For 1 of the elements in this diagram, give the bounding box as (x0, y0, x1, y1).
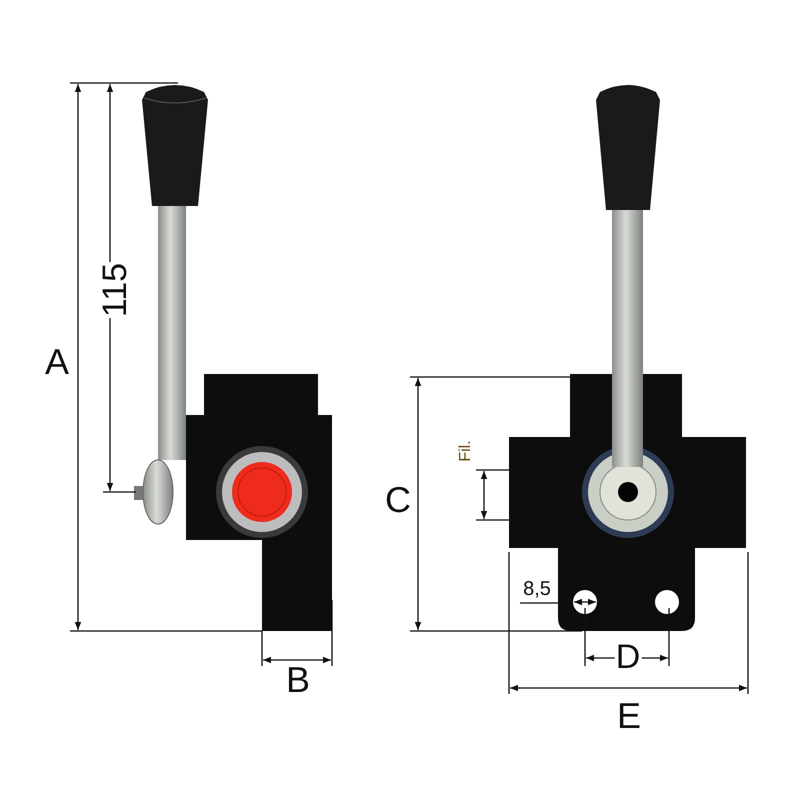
dimension-label: 8,5 (522, 579, 552, 599)
